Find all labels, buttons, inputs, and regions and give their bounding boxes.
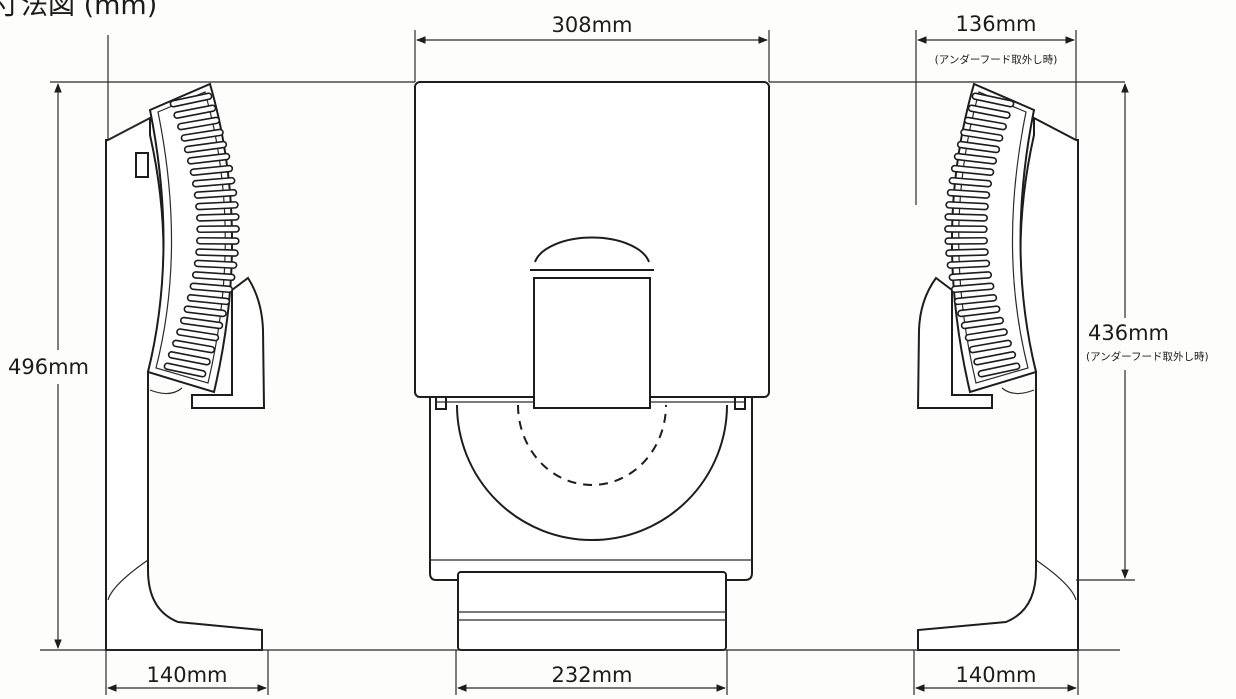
vent-slot — [196, 236, 240, 245]
front-width-label: 308mm — [552, 13, 633, 37]
vent-slot — [945, 248, 989, 257]
vent-slot — [195, 248, 239, 257]
vent-slot — [960, 128, 1004, 142]
vent-slot — [944, 213, 988, 222]
vent-slot — [189, 164, 234, 176]
dimension-lines — [40, 30, 1135, 695]
vent-slot — [183, 305, 227, 318]
vent-slot — [960, 316, 1005, 330]
vent-slot — [971, 92, 1015, 108]
vent-slot — [963, 116, 1007, 131]
vent-slot — [193, 259, 238, 269]
vent-slot — [172, 339, 216, 354]
vent-slot — [189, 282, 234, 294]
right-base-depth-label: 140mm — [956, 663, 1037, 687]
vent-slot — [169, 92, 213, 108]
vent-slot — [191, 176, 236, 188]
vent-slot — [196, 225, 240, 234]
vent-slot — [191, 271, 236, 282]
vent-slot — [953, 294, 998, 306]
vent-slot — [186, 294, 231, 306]
left-base-depth-label: 140mm — [147, 663, 228, 687]
vent-slot — [179, 316, 224, 330]
front-base-width-label: 232mm — [552, 663, 633, 687]
vent-slot — [944, 236, 988, 245]
vent-slot — [186, 152, 231, 165]
vent-slot — [953, 152, 998, 165]
vent-slot — [163, 362, 207, 378]
side-depth-label: 136mm — [956, 12, 1037, 36]
vent-slot — [183, 140, 228, 154]
vent-slot — [196, 213, 240, 222]
overall-height-label: 496mm — [8, 355, 89, 379]
vent-slot — [945, 201, 989, 211]
vent-slot — [177, 116, 221, 131]
vent-slot — [977, 362, 1021, 378]
vent-slot — [944, 225, 988, 234]
vent-slot — [964, 328, 1008, 342]
vent-slot — [950, 282, 995, 294]
right-vent-louvres — [944, 92, 1021, 378]
height-no-hood-note: (アンダーフード取外し時) — [1086, 350, 1209, 363]
vent-slot — [193, 188, 238, 199]
side-depth-note: (アンダーフード取外し時) — [935, 53, 1058, 66]
power-switch-icon — [135, 152, 149, 178]
vent-slot — [946, 259, 991, 269]
front-latch-block — [533, 277, 651, 409]
vent-slot — [195, 201, 239, 211]
vent-slot — [180, 128, 224, 142]
vent-slot — [176, 328, 220, 342]
vent-slot — [948, 176, 993, 188]
front-view — [414, 81, 770, 651]
vent-slot — [968, 339, 1012, 354]
vent-slot — [950, 164, 995, 176]
vent-slot — [957, 305, 1001, 318]
vent-slot — [973, 351, 1017, 366]
vent-slot — [967, 104, 1011, 119]
left-vent-louvres — [163, 92, 240, 378]
drawing-title: 寸法図 (mm) — [0, 0, 157, 21]
vent-slot — [948, 271, 993, 282]
height-no-hood-label: 436mm — [1088, 321, 1169, 345]
vent-slot — [173, 104, 217, 119]
vent-slot — [167, 351, 211, 366]
vent-slot — [946, 188, 991, 199]
vent-slot — [956, 140, 1001, 154]
